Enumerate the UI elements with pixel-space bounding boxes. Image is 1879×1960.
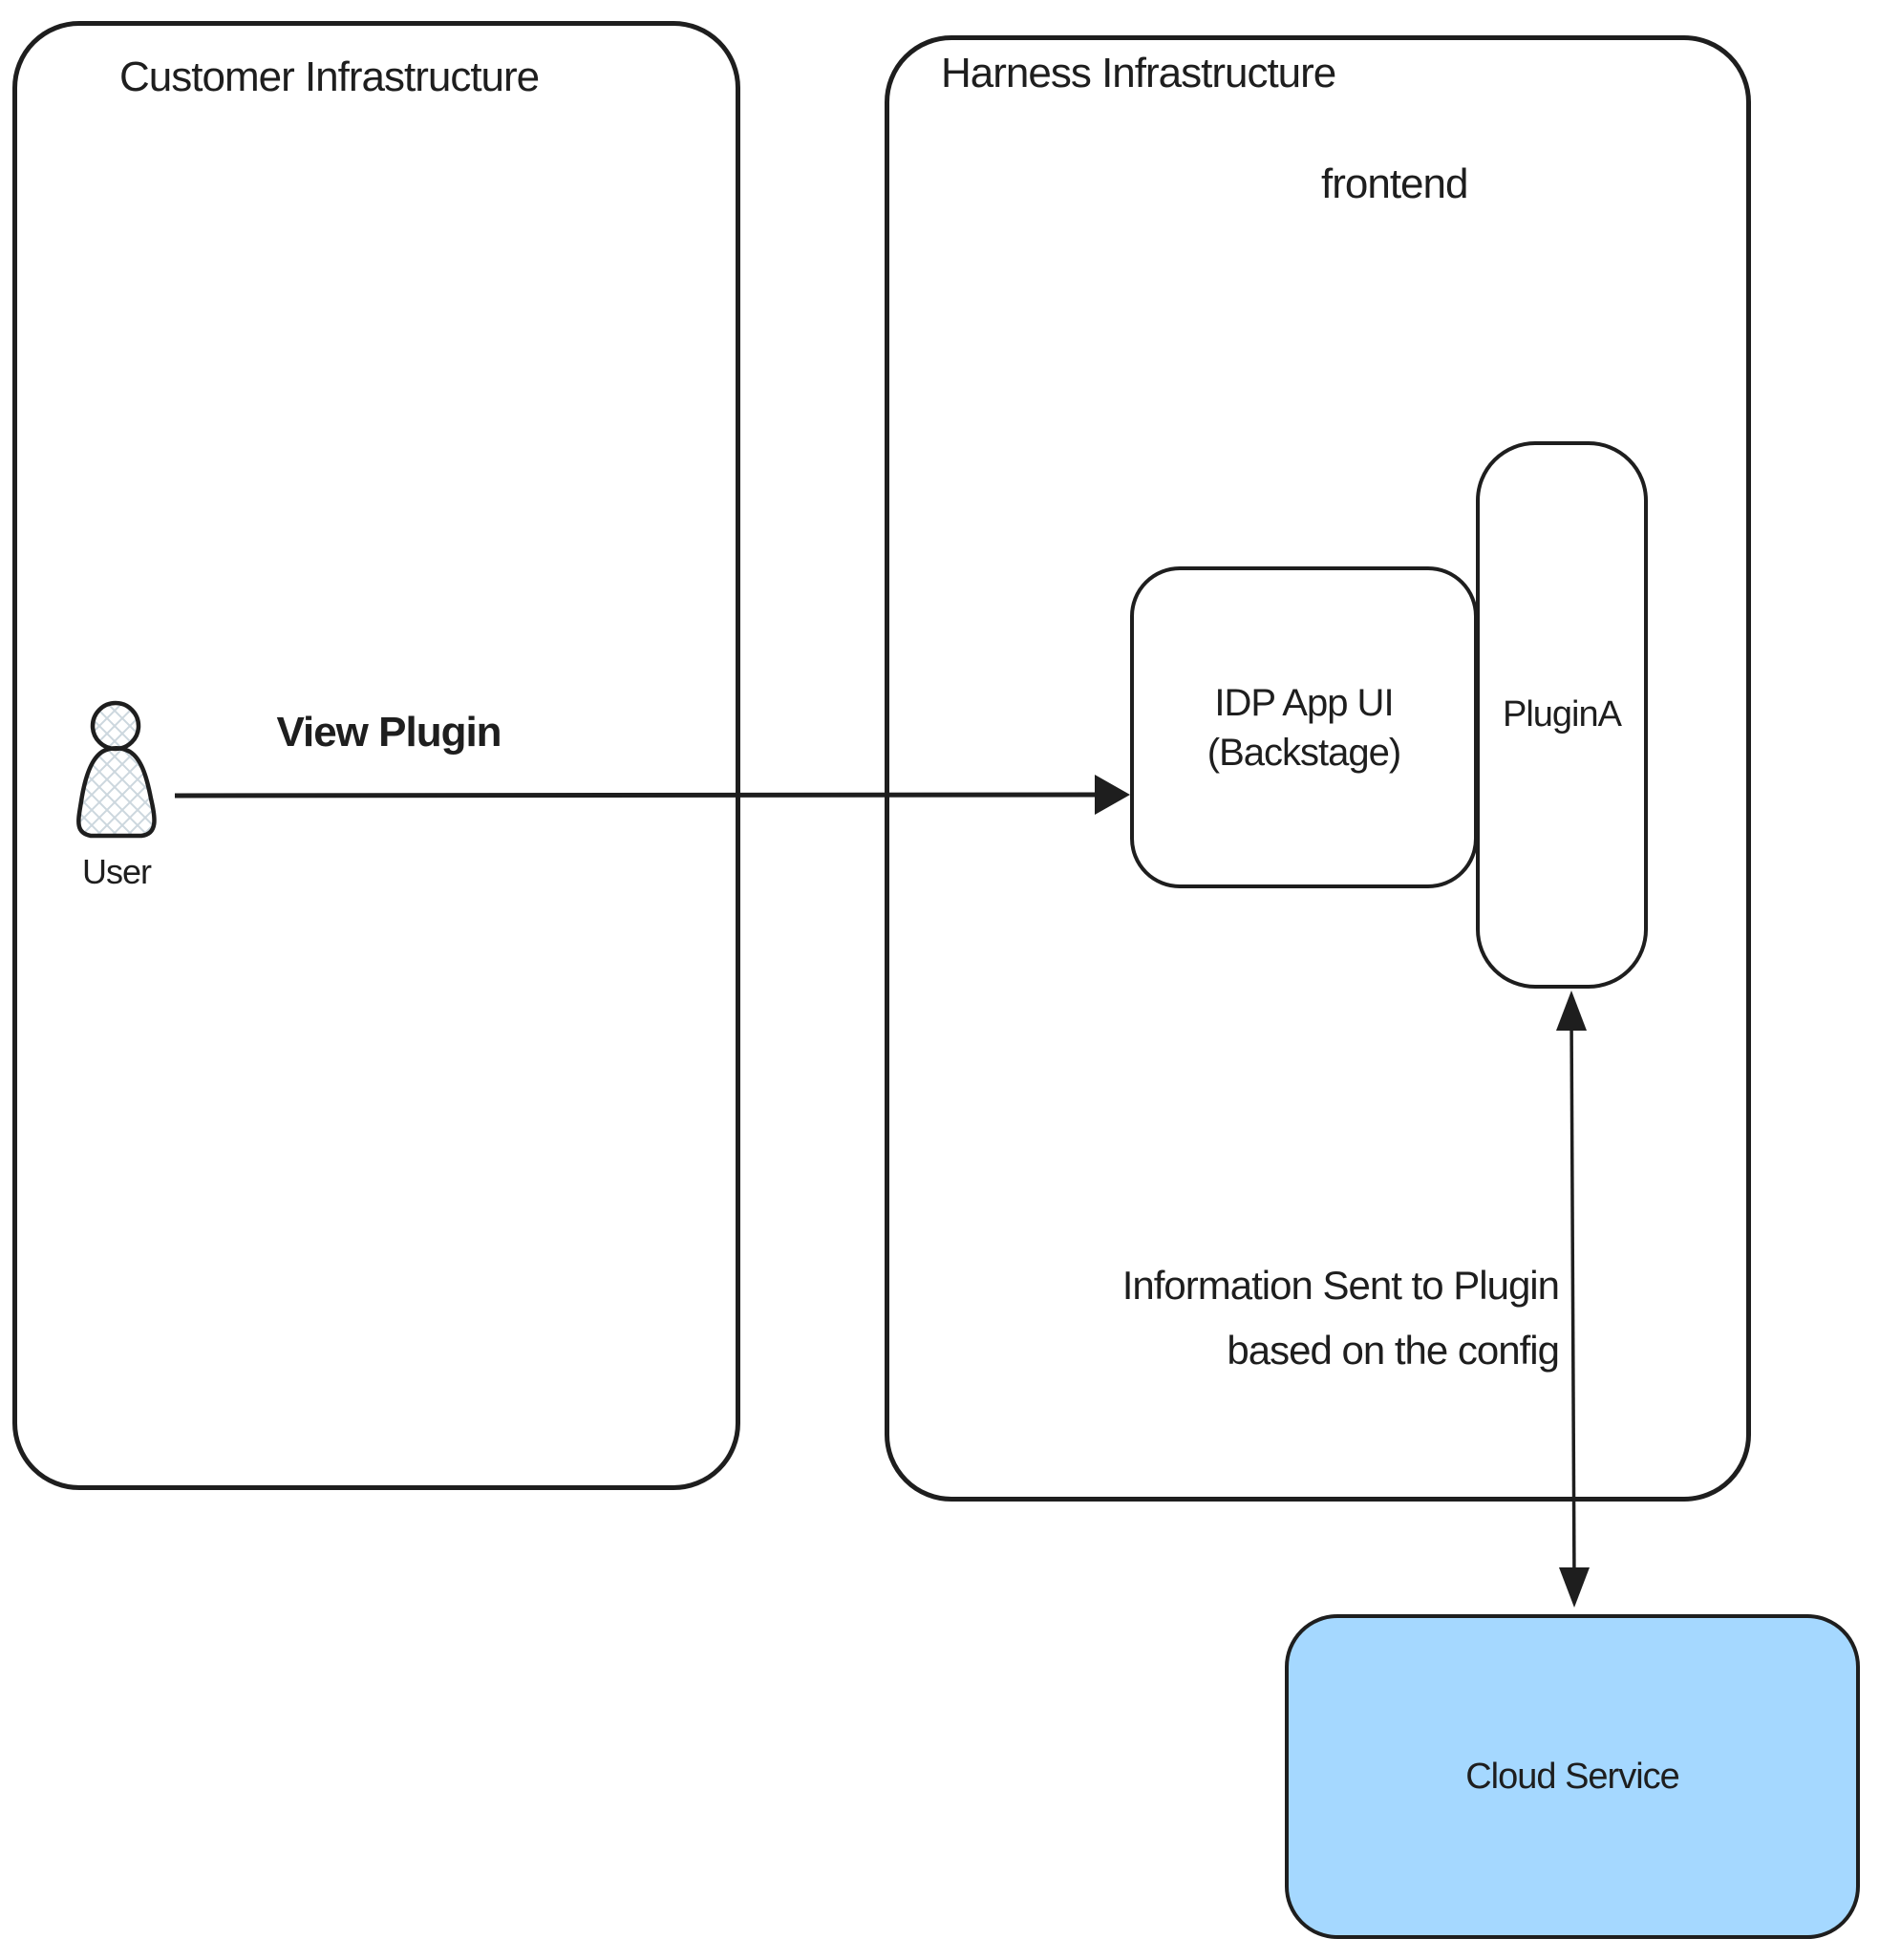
info-sent-label: Information Sent to Plugin based on the … <box>1121 1263 1560 1374</box>
cloud-service-box: Cloud Service <box>1285 1614 1860 1939</box>
plugin-a-box: PluginA <box>1476 441 1648 989</box>
user-icon <box>76 700 157 839</box>
user-label: User <box>81 852 152 891</box>
view-plugin-label: View Plugin <box>276 709 502 756</box>
cloud-service-label: Cloud Service <box>1465 1756 1680 1797</box>
idp-app-ui-box: IDP App UI (Backstage) <box>1130 566 1478 888</box>
view-plugin-arrow <box>174 775 1130 815</box>
harness-infrastructure-title: Harness Infrastructure <box>941 50 1336 96</box>
customer-infrastructure-box <box>12 21 740 1490</box>
idp-app-ui-label: IDP App UI (Backstage) <box>1206 681 1401 774</box>
customer-infrastructure-title: Customer Infrastructure <box>119 53 540 100</box>
plugin-a-label: PluginA <box>1503 694 1622 735</box>
frontend-label: frontend <box>1321 160 1468 207</box>
plugin-cloud-arrow <box>1556 991 1590 1608</box>
harness-infrastructure-box <box>885 35 1751 1502</box>
